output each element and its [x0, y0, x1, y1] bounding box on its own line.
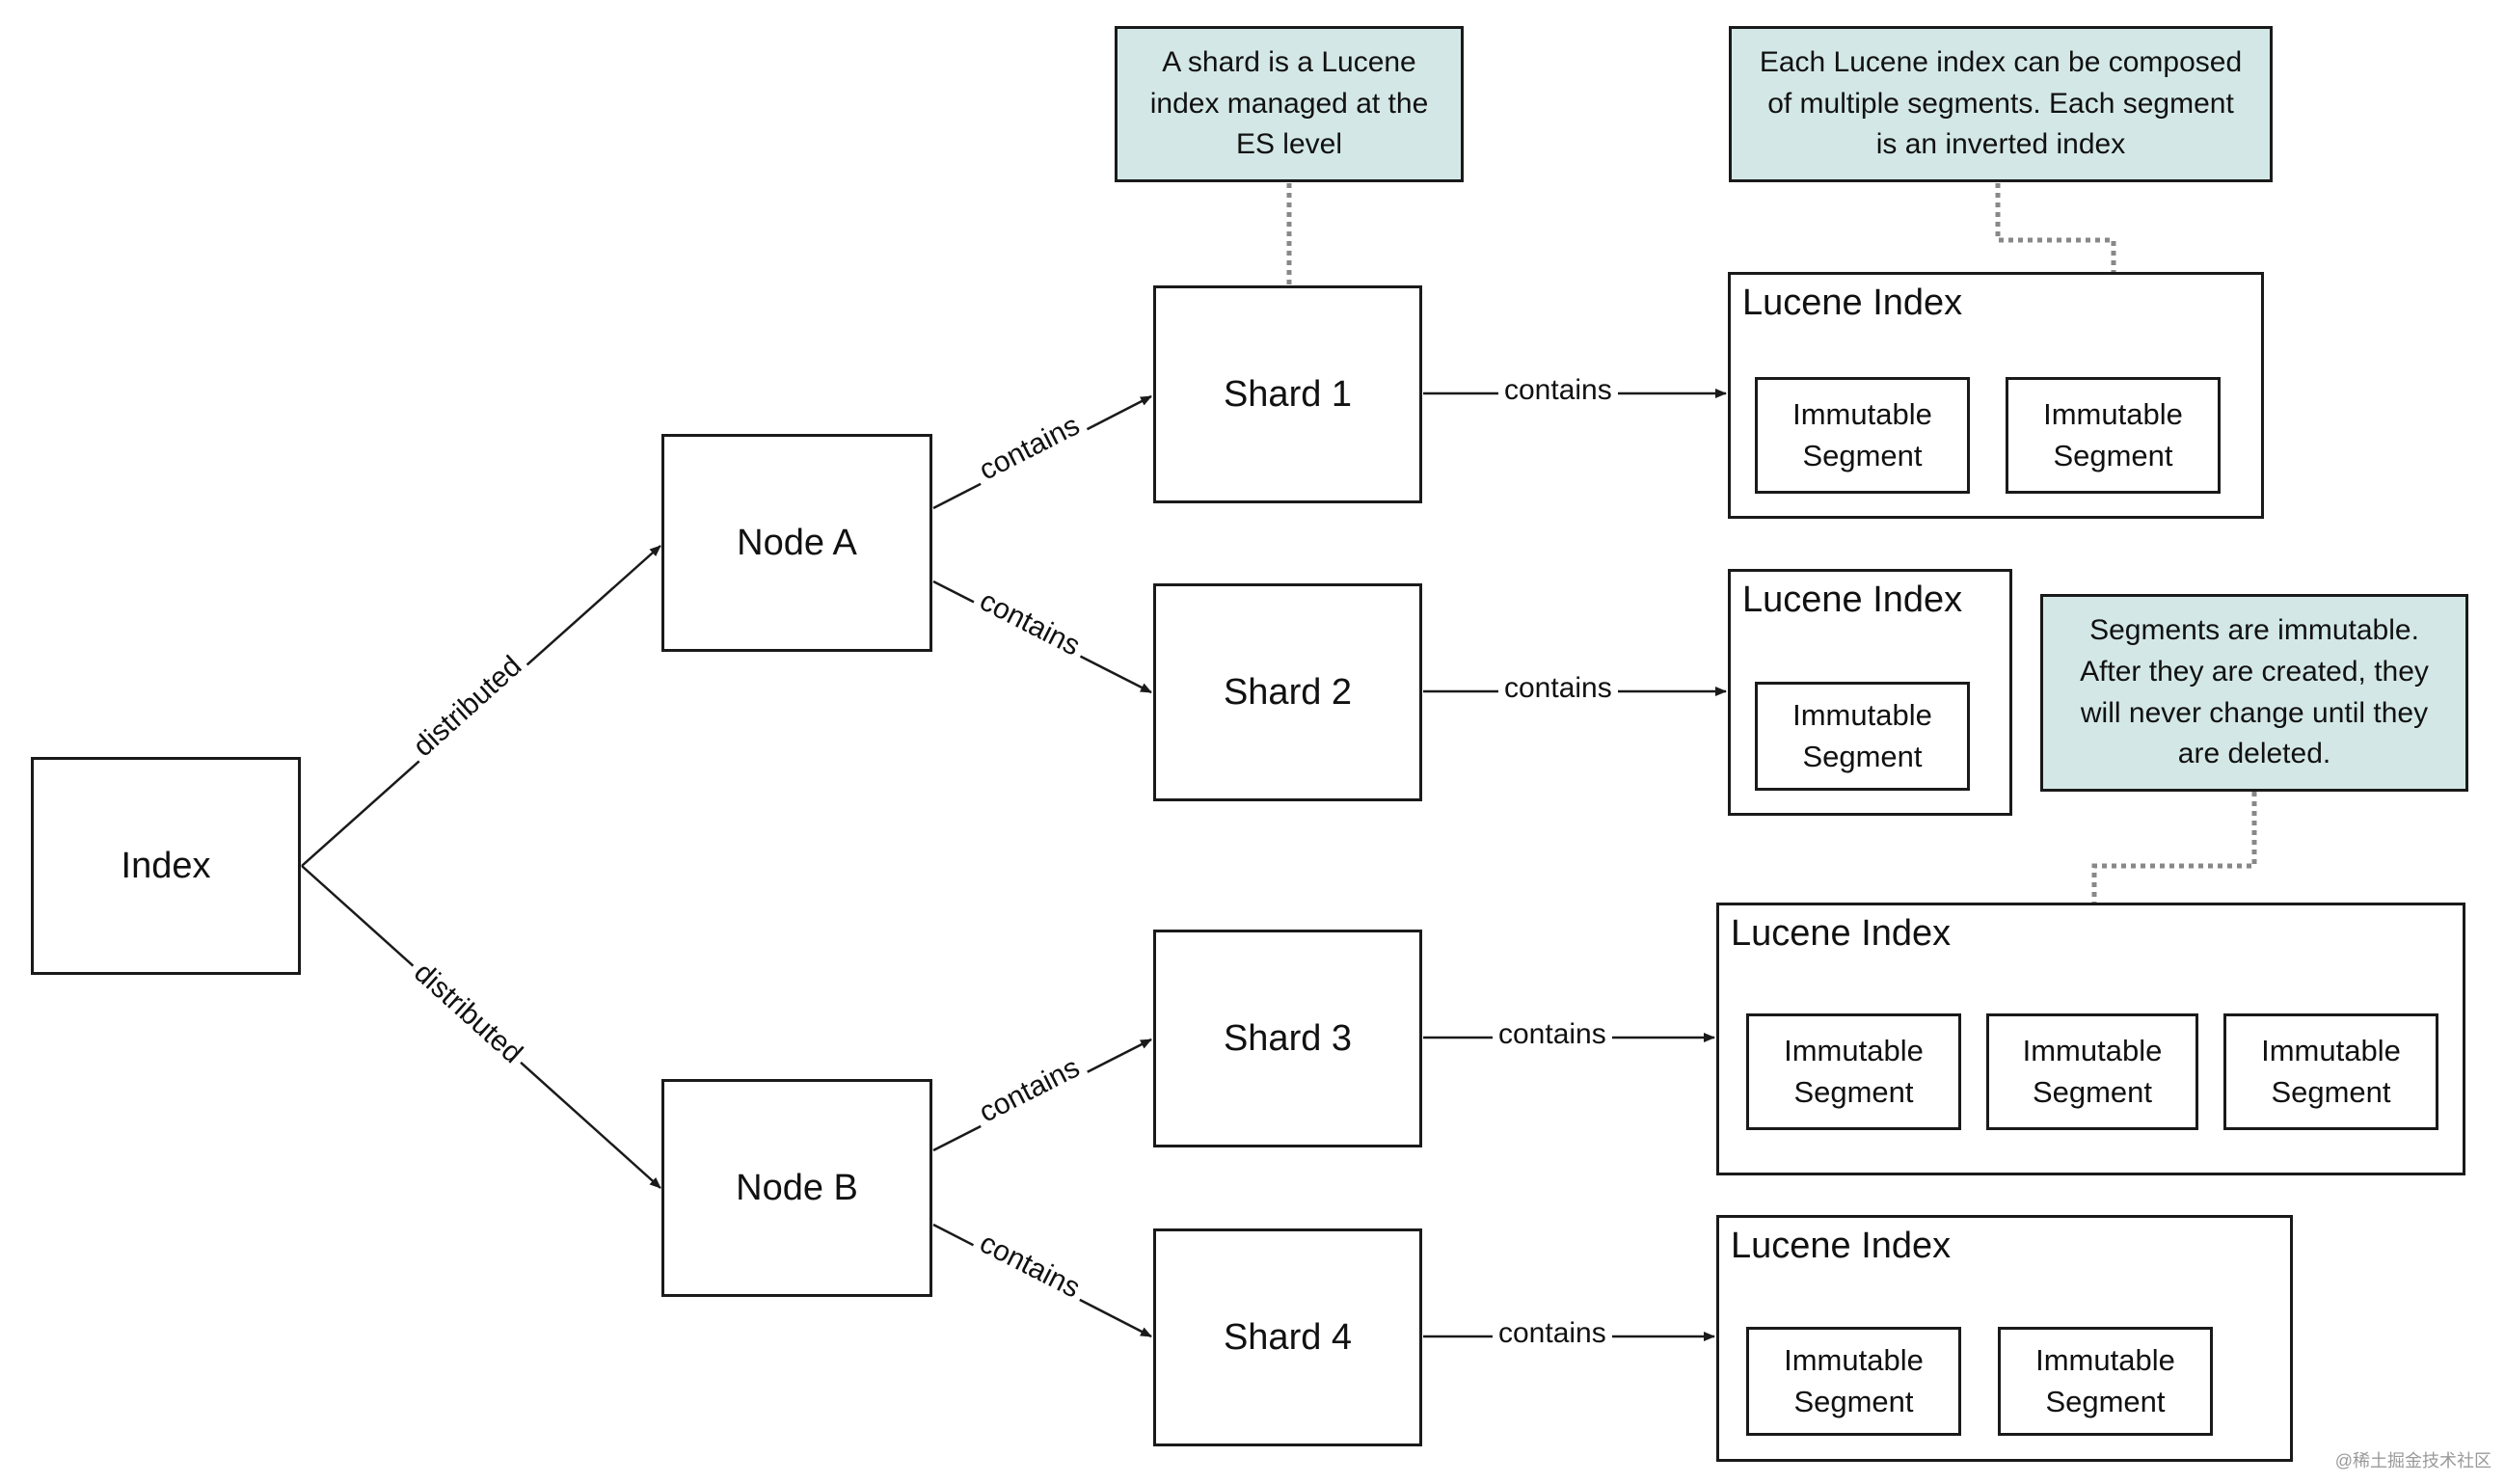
lucene-note: Each Lucene index can be composed of mul… [1729, 26, 2273, 182]
lucene-index-3: Lucene Index Immutable Segment Immutable… [1716, 903, 2465, 1175]
immutable-segment: Immutable Segment [1998, 1327, 2213, 1436]
shard-4: Shard 4 [1153, 1228, 1422, 1446]
shard-note: A shard is a Lucene index managed at the… [1115, 26, 1464, 182]
edge-label-shard-3-lucene: contains [1493, 1018, 1612, 1051]
immutable-segment: Immutable Segment [1986, 1013, 2198, 1130]
connector-segment-note [2091, 792, 2257, 1012]
lucene-index-4: Lucene Index Immutable Segment Immutable… [1716, 1215, 2293, 1462]
lucene-index-title: Lucene Index [1731, 1226, 1952, 1266]
immutable-segment: Immutable Segment [1755, 377, 1970, 494]
shard-3: Shard 3 [1153, 930, 1422, 1147]
lucene-index-2: Lucene Index Immutable Segment [1728, 569, 2012, 816]
index-node: Index [31, 757, 301, 975]
immutable-segment: Immutable Segment [1755, 682, 1970, 791]
immutable-segment: Immutable Segment [1746, 1013, 1961, 1130]
edge-label-shard-4-lucene: contains [1493, 1317, 1612, 1350]
shard-1: Shard 1 [1153, 285, 1422, 503]
immutable-segment: Immutable Segment [2006, 377, 2221, 494]
watermark: @稀土掘金技术社区 [2334, 1451, 2492, 1471]
edge-label-shard-2-lucene: contains [1498, 672, 1618, 705]
edge-label-shard-1-lucene: contains [1498, 374, 1618, 407]
lucene-index-title: Lucene Index [1742, 283, 1963, 323]
immutable-segment: Immutable Segment [2223, 1013, 2438, 1130]
segment-note: Segments are immutable. After they are c… [2040, 594, 2468, 792]
node-b: Node B [661, 1079, 932, 1297]
shard-2: Shard 2 [1153, 583, 1422, 801]
lucene-index-title: Lucene Index [1731, 913, 1952, 954]
lucene-index-title: Lucene Index [1742, 580, 1963, 620]
immutable-segment: Immutable Segment [1746, 1327, 1961, 1436]
lucene-index-1: Lucene Index Immutable Segment Immutable… [1728, 272, 2264, 519]
node-a: Node A [661, 434, 932, 652]
